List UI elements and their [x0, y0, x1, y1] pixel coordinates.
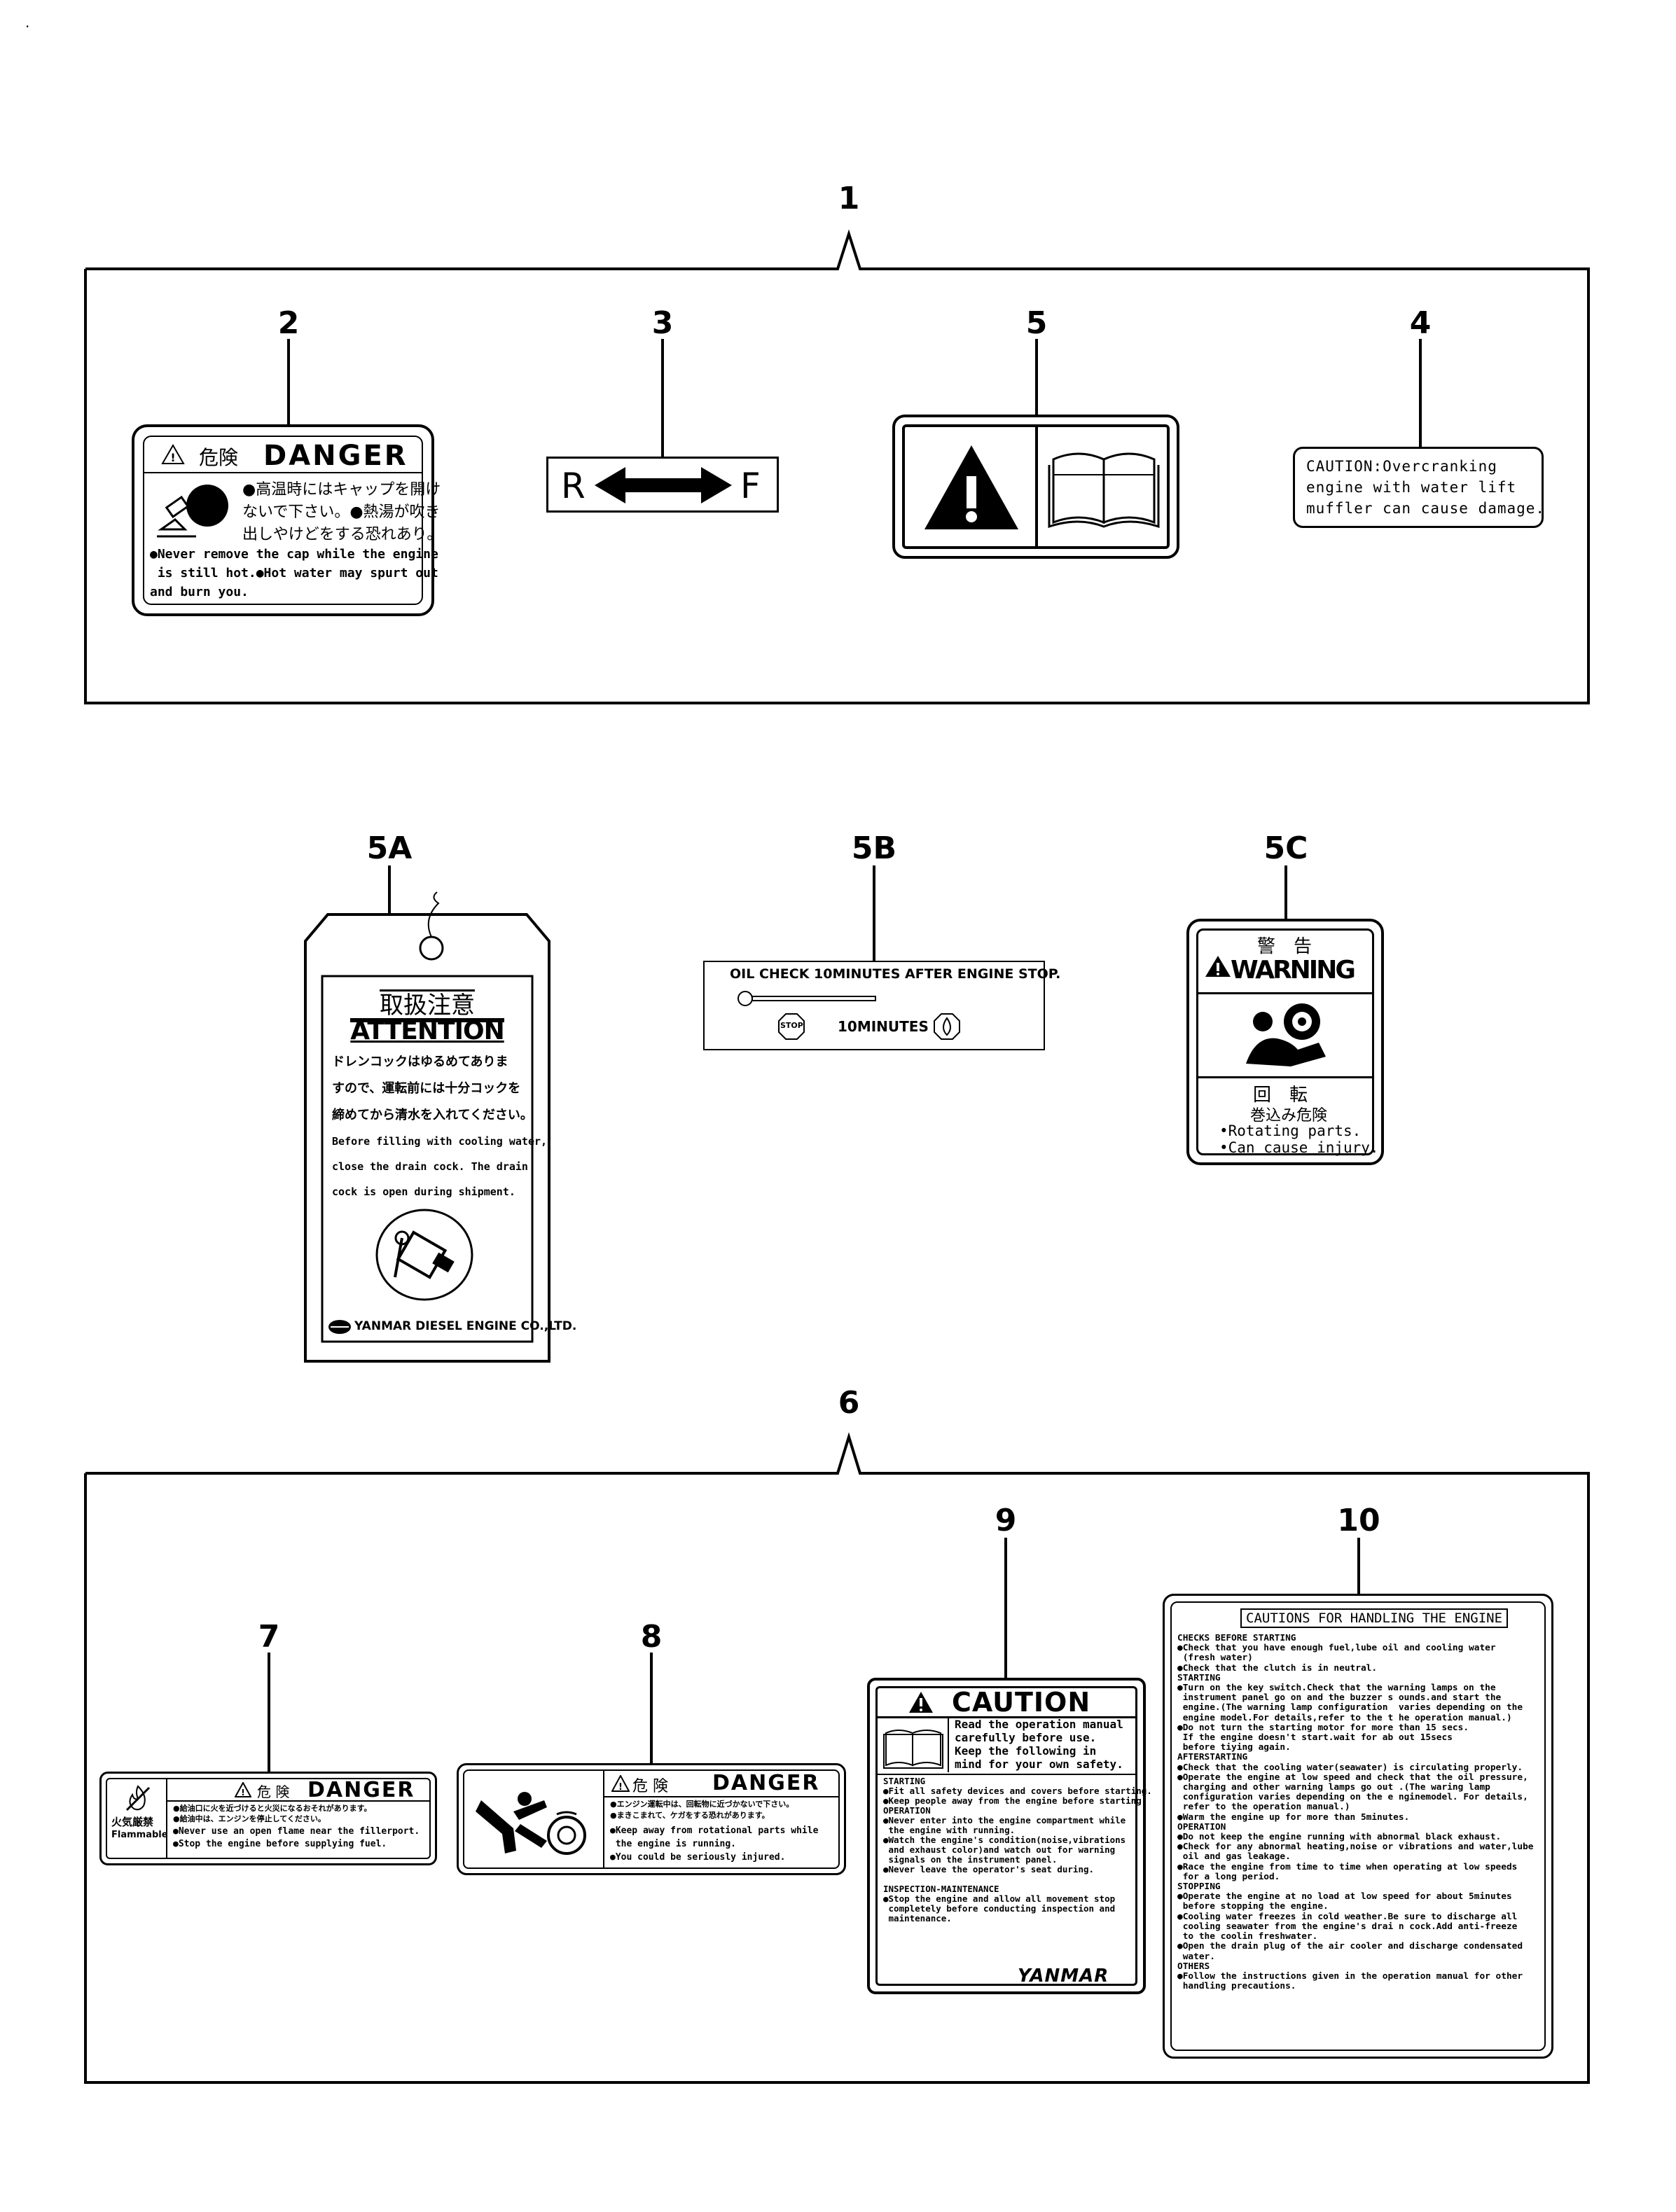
- label-8-header-en: DANGER: [712, 1771, 820, 1795]
- label-3-right: F: [740, 466, 761, 506]
- label-2-danger-cap: ! 危険 DANGER ●高温時にはキャップを開け ないで下さい。●熱湯が吹き …: [132, 424, 442, 616]
- label-5c-en-text: •Rotating parts. •Can cause injury.: [1219, 1122, 1379, 1156]
- label-3-left: R: [561, 466, 586, 506]
- label-4-text: CAUTION:Overcranking engine with water l…: [1306, 458, 1546, 517]
- callout-4: 4: [1409, 305, 1432, 341]
- label-9-body: STARTING ●Fit all safety devices and cov…: [883, 1776, 1152, 1924]
- label-9-caution: CAUTION Read the operation manual carefu…: [867, 1678, 1152, 1994]
- stop-icon: [778, 1013, 805, 1040]
- callout-5b: 5B: [851, 830, 897, 866]
- manual-book-icon: [883, 1730, 943, 1769]
- rotating-parts-hand-icon: [1246, 1003, 1326, 1066]
- label-9-brand: YANMAR: [1018, 1966, 1109, 1987]
- callout-2: 2: [277, 305, 300, 341]
- label-5c-header-en: WARNING: [1231, 956, 1356, 985]
- label-7-header-en: DANGER: [307, 1778, 415, 1802]
- label-5a-title-en: ATTENTION: [350, 1017, 504, 1045]
- label-10-body: CHECKS BEFORE STARTING ●Check that you h…: [1177, 1633, 1534, 1992]
- label-5b-time: 10MINUTES: [838, 1018, 929, 1035]
- callout-7: 7: [258, 1619, 280, 1655]
- dipstick-icon: [737, 991, 876, 1006]
- callout-8: 8: [640, 1619, 663, 1655]
- label-5c-sub-jp2: 巻込み危険: [1250, 1107, 1328, 1125]
- corner-mark: .: [25, 14, 30, 31]
- label-7-en-text: ●Never use an open flame near the filler…: [173, 1826, 420, 1849]
- warning-triangle-icon: !: [235, 1782, 251, 1797]
- double-arrow-icon: [595, 467, 732, 503]
- label-2-jp-text: ●高温時にはキャップを開け ないで下さい。●熱湯が吹き 出しやけどをする恐れあり…: [242, 481, 443, 543]
- callout-5a: 5A: [366, 830, 413, 866]
- callout-3: 3: [651, 305, 674, 341]
- label-5a-title-jp: 取扱注意: [380, 992, 475, 1020]
- svg-text:!: !: [170, 451, 175, 464]
- warning-triangle-icon: [909, 1692, 933, 1713]
- callout-6: 6: [838, 1385, 860, 1421]
- callout-5c: 5C: [1263, 830, 1308, 866]
- label-5b-oil-check: OIL CHECK 10MINUTES AFTER ENGINE STOP. S…: [703, 961, 1060, 1050]
- callout-5: 5: [1025, 305, 1048, 341]
- label-2-en-text: ●Never remove the cap while the engine i…: [150, 547, 438, 599]
- label-5c-sub-jp: 回 転: [1253, 1085, 1308, 1106]
- callout-9: 9: [995, 1503, 1017, 1538]
- oil-drop-icon: [934, 1013, 960, 1040]
- manual-book-icon: [1048, 452, 1160, 529]
- label-8-en-text: ●Keep away from rotational parts while t…: [610, 1825, 819, 1863]
- hot-water-cap-icon: [157, 485, 228, 538]
- label-10-title: CAUTIONS FOR HANDLING THE ENGINE: [1246, 1611, 1503, 1626]
- label-4-caution-overcranking: CAUTION:Overcranking engine with water l…: [1293, 447, 1544, 528]
- warning-triangle-icon: [924, 445, 1018, 529]
- label-8-header-jp: 危 険: [632, 1778, 668, 1795]
- label-5a-en-text: Before filling with cooling water, close…: [332, 1135, 548, 1198]
- label-3-direction: R F: [546, 457, 779, 513]
- label-9-header: CAUTION: [952, 1687, 1091, 1718]
- svg-text:!: !: [241, 1788, 244, 1797]
- label-5a-brand: YANMAR DIESEL ENGINE CO.,LTD.: [354, 1319, 577, 1333]
- label-7-icon-jp: 火気厳禁: [111, 1816, 154, 1828]
- label-5a-attention-tag: 取扱注意 ATTENTION ドレンコックはゆるめてありま すので、運転前には十…: [304, 891, 576, 1363]
- label-5-pictogram: [892, 415, 1179, 559]
- callout-1: 1: [838, 181, 860, 216]
- label-2-header-jp: 危険: [199, 446, 239, 469]
- label-5b-stop: STOP: [780, 1021, 803, 1030]
- label-7-icon-en: Flammable: [111, 1830, 168, 1840]
- label-5b-title: OIL CHECK 10MINUTES AFTER ENGINE STOP.: [730, 966, 1061, 982]
- label-2-header-en: DANGER: [263, 440, 408, 472]
- svg-text:!: !: [618, 1782, 623, 1792]
- warning-triangle-icon: [1205, 956, 1231, 977]
- label-7-header-jp: 危 険: [257, 1783, 290, 1800]
- warning-triangle-icon: !: [161, 444, 185, 464]
- label-7-danger-flammable: 火気厳禁 Flammable ! 危 険 DANGER ●給油口に火を近づけると…: [99, 1772, 437, 1865]
- label-5a-tag-shape: [304, 891, 550, 1363]
- label-9-intro: Read the operation manual carefully befo…: [955, 1718, 1123, 1771]
- label-5c-header-jp: 警 告: [1257, 936, 1313, 957]
- callout-10: 10: [1337, 1503, 1380, 1538]
- entanglement-icon: [476, 1792, 586, 1855]
- drain-cock-icon: [375, 1209, 473, 1301]
- label-10-cautions-handling: CAUTIONS FOR HANDLING THE ENGINE CHECKS …: [1163, 1594, 1553, 2059]
- yanmar-logo-icon: [328, 1320, 351, 1334]
- flame-icon: [125, 1785, 151, 1811]
- label-8-danger-rotation: ! 危 険 DANGER ●エンジン運転中は、回転物に近づかないで下さい。 ●ま…: [457, 1763, 846, 1875]
- label-7-jp-text: ●給油口に火を近づけると火災になるおそれがあります。 ●給油中は、エンジンを停止…: [173, 1804, 372, 1823]
- label-5c-warning-rotating: 警 告 WARNING 回 転 巻込み危険 •Rotating parts. •…: [1186, 919, 1384, 1165]
- label-8-jp-text: ●エンジン運転中は、回転物に近づかないで下さい。 ●まきこまれて、ケガをする恐れ…: [610, 1800, 794, 1820]
- label-5a-jp-text: ドレンコックはゆるめてありま すので、運転前には十分コックを 締めてから清水を入…: [332, 1055, 533, 1122]
- warning-triangle-icon: !: [611, 1775, 630, 1792]
